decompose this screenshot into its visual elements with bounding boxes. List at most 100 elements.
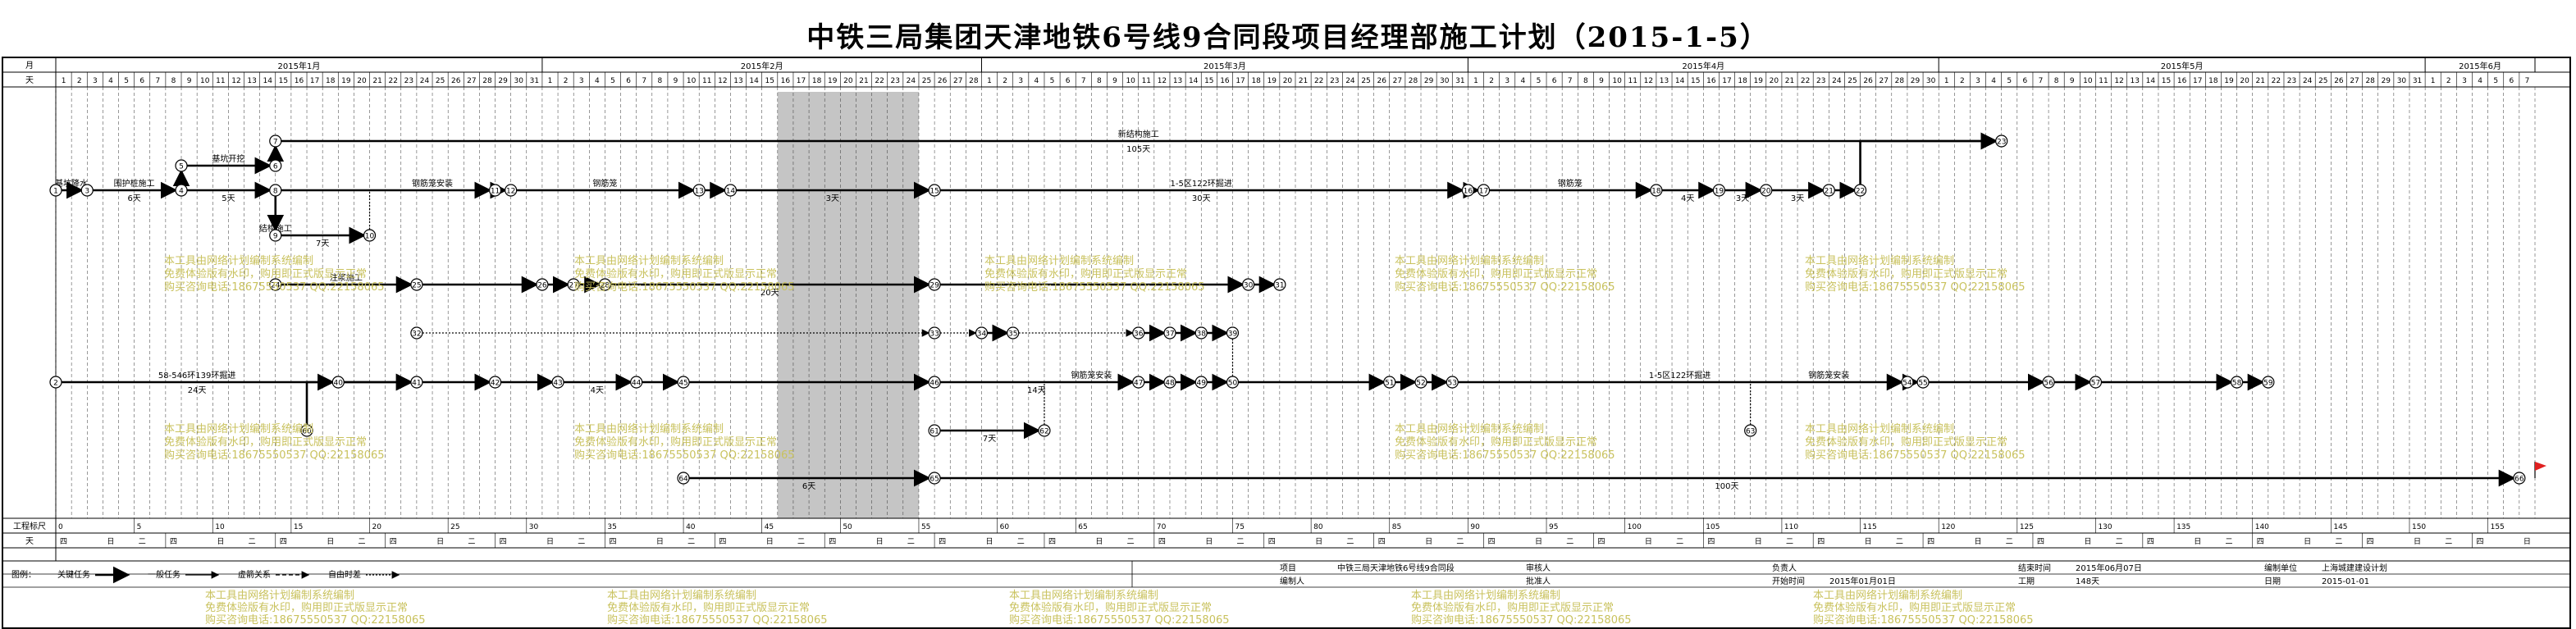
task-duration: 100天 [1715, 482, 1738, 491]
day-number: 2 [2446, 77, 2451, 85]
node-circle [488, 184, 502, 197]
day-number: 16 [2177, 77, 2187, 85]
node-number: 2 [53, 380, 58, 388]
day-number: 28 [1409, 77, 1418, 85]
info-key: 编制人 [1280, 576, 1304, 586]
day-number: 29 [1424, 77, 1434, 85]
weekday-label: 四 [719, 538, 726, 546]
day-number: 15 [765, 77, 774, 85]
node-circle [410, 326, 423, 340]
watermark-text: 购买咨询电话:18675550537 QQ:22158065 [1009, 613, 1230, 627]
watermark-text: 本工具由网络计划编制系统编制 [1411, 589, 1560, 602]
watermark-text: 免费体验版有水印，购用即正式版显示正常 [1411, 601, 1614, 614]
node-number: 23 [1997, 139, 2006, 147]
task-arrow [1044, 378, 1134, 425]
watermark-text: 购买咨询电话:18675550537 QQ:22158065 [164, 280, 385, 294]
weekday-label: 日 [2084, 537, 2091, 546]
node-number: 52 [1416, 380, 1425, 388]
node-circle [677, 472, 690, 485]
task-label: 基坑降水 [55, 178, 88, 189]
node-number: 45 [678, 380, 687, 388]
day-number: 18 [1738, 77, 1747, 85]
weekday-label: 二 [687, 538, 695, 546]
weekday-label: 日 [766, 537, 774, 546]
weekday-label: 四 [1048, 538, 1056, 546]
weekday-label: 二 [1346, 538, 1354, 546]
weekday-label: 日 [986, 537, 993, 546]
weekday-label: 四 [1707, 538, 1715, 546]
node-number: 17 [1479, 188, 1488, 196]
watermark-text: 免费体验版有水印，购用即正式版显示正常 [1805, 267, 2007, 280]
day-number: 9 [1112, 77, 1117, 85]
node-circle [928, 472, 941, 485]
watermark-text: 本工具由网络计划编制系统编制 [984, 254, 1134, 267]
task-label: 新结构施工 [1118, 129, 1159, 139]
node-number: 34 [977, 330, 987, 339]
day-number: 9 [2070, 77, 2075, 85]
day-number: 22 [875, 77, 884, 85]
node-number: 12 [506, 188, 515, 196]
node-circle [551, 376, 564, 389]
node-circle [928, 424, 941, 437]
day-number: 31 [2413, 77, 2422, 85]
day-number: 28 [482, 77, 492, 85]
node-number: 37 [1165, 330, 1174, 339]
node-circle [1132, 376, 1145, 389]
task-duration: 4天 [591, 386, 604, 395]
day-number: 9 [187, 77, 192, 85]
task-duration: 24天 [188, 386, 207, 395]
weekday-label: 二 [358, 538, 365, 546]
info-key: 工期 [2018, 577, 2035, 586]
day-number: 22 [1314, 77, 1323, 85]
node-number: 40 [334, 380, 344, 388]
task-arrow [368, 186, 491, 230]
day-number: 28 [1895, 77, 1905, 85]
weekday-label: 日 [1425, 537, 1432, 546]
project-tick-label: 5 [137, 523, 142, 531]
node-circle [1273, 278, 1286, 291]
node-number: 30 [1244, 282, 1254, 290]
task-duration: 20天 [760, 289, 779, 298]
day-number: 8 [658, 77, 663, 85]
node-number: 47 [1134, 380, 1143, 388]
weekday-label: 二 [1127, 538, 1135, 546]
watermark-text: 购买咨询电话:18675550537 QQ:22158065 [574, 449, 795, 462]
node-number: 33 [929, 330, 939, 339]
project-tick-label: 150 [2412, 523, 2426, 531]
watermark-text: 购买咨询电话:18675550537 QQ:22158065 [1395, 449, 1615, 462]
day-number: 14 [263, 77, 272, 85]
watermark-text: 购买咨询电话:18675550537 QQ:22158065 [1805, 449, 2026, 462]
node-circle [598, 278, 612, 291]
weekday-label: 四 [1488, 538, 1496, 546]
task-label: 基坑开挖 [212, 153, 244, 164]
day-number: 8 [1097, 77, 1102, 85]
watermark-text: 免费体验版有水印，购用即正式版显示正常 [1813, 601, 2016, 614]
day-number: 1 [987, 77, 992, 85]
day-number: 18 [2208, 77, 2218, 85]
day-number: 12 [1644, 77, 1653, 85]
node-circle [1163, 376, 1176, 389]
weekday-label: 二 [2116, 538, 2123, 546]
day-number: 8 [2054, 77, 2059, 85]
node-number: 55 [1918, 380, 1927, 388]
task-duration: 7天 [983, 435, 996, 444]
project-tick-label: 95 [1549, 523, 1558, 531]
legend-title: 图例： [11, 569, 36, 580]
node-circle [410, 376, 423, 389]
watermark-text: 免费体验版有水印，购用即正式版显示正常 [574, 267, 777, 280]
node-circle [1650, 184, 1663, 197]
day-number: 31 [1455, 77, 1464, 85]
watermark-text: 本工具由网络计划编制系统编制 [607, 589, 756, 602]
weekday-label: 日 [1205, 537, 1213, 546]
task-label: 钢筋笼安装 [412, 178, 453, 189]
day-number: 23 [2287, 77, 2296, 85]
weekday-label: 二 [797, 538, 805, 546]
watermark-text: 免费体验版有水印，购用即正式版显示正常 [984, 267, 1187, 280]
watermark-text: 免费体验版有水印，购用即正式版显示正常 [164, 435, 367, 449]
node-circle [975, 326, 989, 340]
node-number: 21 [1825, 188, 1834, 196]
node-circle [269, 278, 282, 291]
day-number: 16 [1220, 77, 1230, 85]
watermark-text: 购买咨询电话:18675550537 QQ:22158065 [574, 280, 795, 294]
day-number: 22 [2272, 77, 2281, 85]
